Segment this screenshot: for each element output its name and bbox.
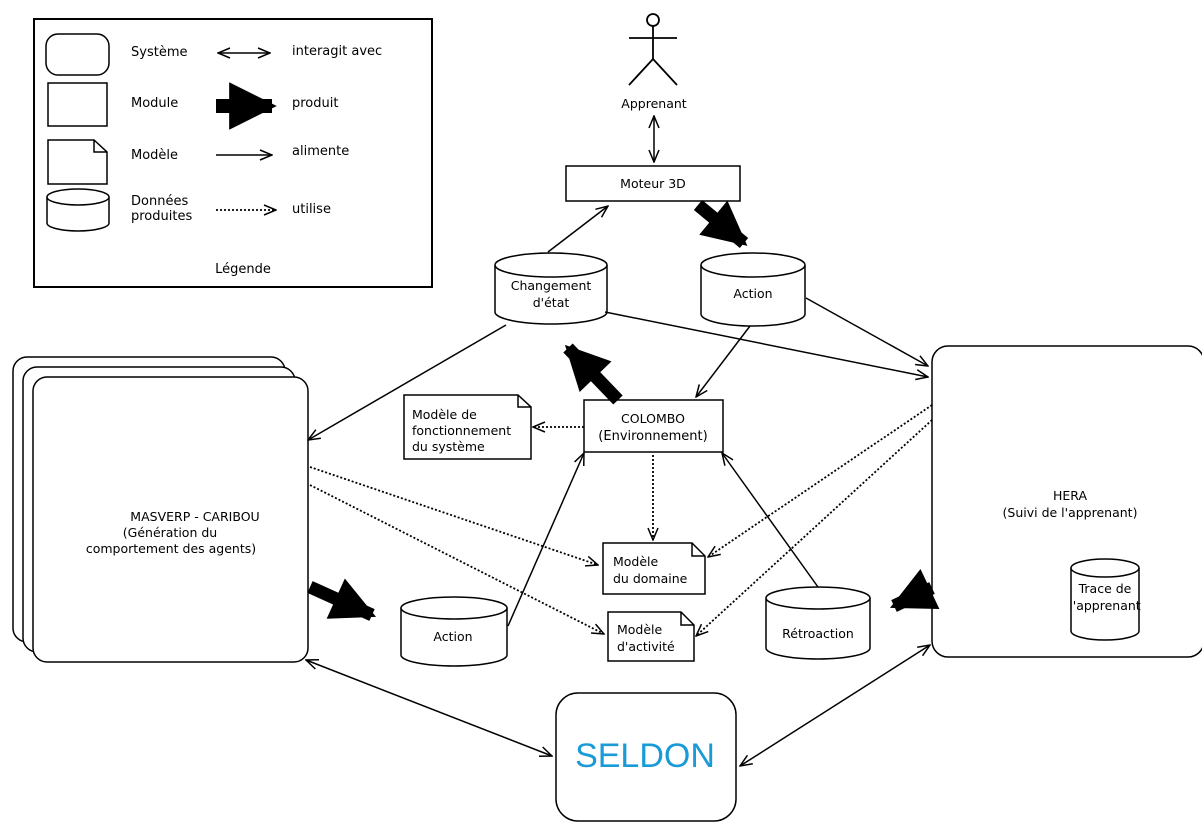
colombo-subtitle: (Environnement) bbox=[598, 429, 707, 444]
modele-fonct-label-1: Modèle de bbox=[412, 407, 477, 422]
legend-text-produit: produit bbox=[292, 96, 338, 111]
edge-actiontop-colombo bbox=[696, 325, 751, 397]
legend-label-produites: produites bbox=[131, 209, 192, 224]
legend: Système Module Modèle Données produites … bbox=[33, 18, 433, 288]
edge-moteur-actiontop bbox=[693, 199, 749, 249]
legend-system-shape bbox=[45, 33, 110, 76]
edge-masverp-seldon bbox=[306, 660, 552, 756]
apprenant-label: Apprenant bbox=[621, 96, 686, 111]
edge-actionbottom-colombo bbox=[507, 453, 584, 627]
edge-masverp-modele-activite bbox=[309, 484, 604, 634]
modele-activite-label-1: Modèle bbox=[617, 622, 663, 637]
legend-text-alimente: alimente bbox=[292, 144, 349, 159]
legend-frame bbox=[33, 18, 433, 288]
modele-domaine-doc bbox=[602, 542, 706, 595]
masverp-subtitle-2: comportement des agents) bbox=[86, 541, 256, 556]
action-top-label: Action bbox=[733, 286, 772, 301]
hera-subtitle: (Suivi de l'apprenant) bbox=[1003, 505, 1138, 520]
modele-activite-doc bbox=[607, 611, 695, 662]
retroaction-label: Rétroaction bbox=[782, 626, 854, 641]
changement-label-2: d'état bbox=[533, 295, 570, 310]
action-top-data bbox=[700, 252, 806, 327]
masverp-caribou-system bbox=[12, 356, 309, 663]
modele-fonct-label-2: fonctionnement bbox=[412, 423, 511, 438]
moteur-3d-label: Moteur 3D bbox=[620, 176, 686, 191]
seldon-system bbox=[555, 692, 737, 822]
legend-title: Légende bbox=[215, 262, 271, 277]
legend-text-utilise: utilise bbox=[292, 202, 331, 217]
moteur-3d-box bbox=[565, 165, 741, 202]
edge-actiontop-hera bbox=[805, 297, 928, 366]
modele-domaine-label-2: du domaine bbox=[613, 571, 688, 586]
masverp-title: MASVERP - CARIBOU bbox=[130, 509, 259, 524]
legend-text-interagit: interagit avec bbox=[292, 44, 382, 59]
edge-masverp-modele-domaine bbox=[309, 466, 598, 565]
edge-masverp-actionbottom bbox=[307, 578, 377, 621]
actor-head-icon bbox=[646, 13, 660, 27]
masverp-subtitle-1: (Génération du bbox=[123, 525, 217, 540]
legend-label-donnees: Données bbox=[131, 194, 188, 209]
modele-fonctionnement-doc bbox=[403, 394, 532, 460]
trace-label-1: Trace de bbox=[1078, 581, 1132, 596]
retroaction-data bbox=[765, 586, 871, 660]
hera-title: HERA bbox=[1053, 488, 1087, 503]
connectors bbox=[306, 116, 940, 766]
colombo-title: COLOMBO bbox=[621, 411, 685, 426]
seldon-label: SELDON bbox=[575, 737, 715, 775]
edge-hera-retroaction bbox=[890, 568, 940, 612]
legend-model-shape bbox=[47, 139, 108, 185]
edge-retroaction-colombo bbox=[722, 453, 819, 588]
colombo-module bbox=[583, 399, 724, 453]
action-bottom-label: Action bbox=[433, 629, 472, 644]
changement-label-1: Changement bbox=[511, 278, 592, 293]
modele-activite-label-2: d'activité bbox=[617, 639, 675, 654]
edge-hera-modele-activite bbox=[696, 419, 933, 636]
edge-changement-masverp bbox=[308, 324, 507, 440]
trace-apprenant-data bbox=[1070, 558, 1140, 641]
legend-label-modele: Modèle bbox=[131, 148, 178, 163]
legend-module-shape bbox=[47, 82, 108, 127]
trace-label-2: l'apprenant bbox=[1069, 598, 1140, 613]
legend-label-module: Module bbox=[131, 96, 178, 111]
legend-data-shape bbox=[46, 188, 110, 232]
edge-colombo-changement bbox=[563, 343, 623, 405]
edge-hera-modele-domaine bbox=[708, 404, 933, 557]
legend-label-systeme: Système bbox=[131, 45, 187, 60]
apprenant-actor bbox=[628, 13, 678, 86]
changement-etat-data bbox=[494, 252, 608, 325]
edge-changement-hera bbox=[604, 311, 928, 377]
edge-changement-moteur bbox=[547, 206, 608, 253]
edge-hera-seldon bbox=[740, 645, 930, 766]
modele-fonct-label-3: du système bbox=[412, 439, 485, 454]
modele-domaine-label-1: Modèle bbox=[613, 554, 659, 569]
